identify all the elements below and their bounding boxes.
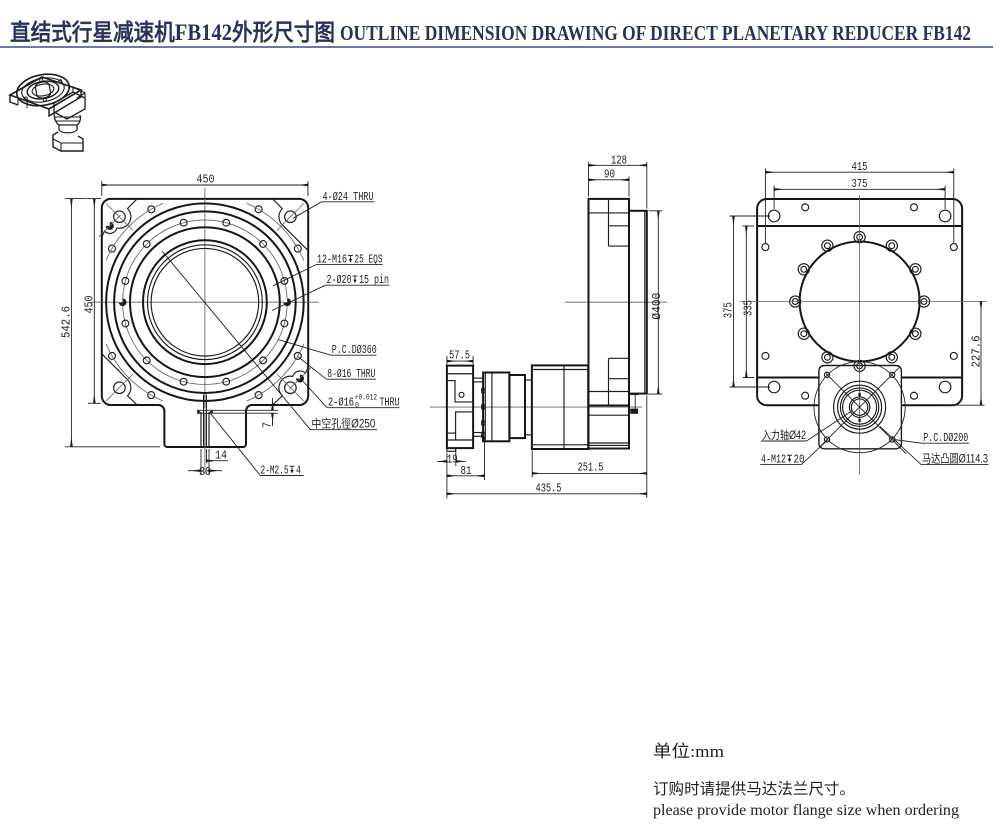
svg-text:19: 19 [447,453,458,466]
svg-text:15 pin: 15 pin [359,274,389,287]
svg-text:0: 0 [355,402,359,411]
svg-text:81: 81 [461,465,472,478]
svg-text:+0.012: +0.012 [355,394,377,403]
svg-text:直结式行星减速机FB142外形尺寸图: 直结式行星减速机FB142外形尺寸图 [10,19,335,45]
svg-text:57.5: 57.5 [449,350,470,363]
svg-text:马达凸圆Ø114.3: 马达凸圆Ø114.3 [922,451,988,465]
svg-text:7: 7 [262,422,275,428]
svg-text:4-M12: 4-M12 [761,453,786,466]
svg-text:20: 20 [794,453,805,466]
svg-text:450: 450 [83,295,96,313]
svg-text:12-M16: 12-M16 [317,254,347,267]
svg-text:入力轴Ø42: 入力轴Ø42 [762,428,806,442]
svg-text:25 EQS: 25 EQS [355,254,383,267]
svg-text:375: 375 [723,302,736,318]
svg-text:542.6: 542.6 [61,306,74,338]
svg-text:128: 128 [611,154,627,167]
svg-text:单位:mm: 单位:mm [653,742,724,761]
svg-text:90: 90 [604,169,615,182]
svg-text:30: 30 [199,466,211,479]
svg-text:14: 14 [215,450,227,463]
svg-text:335: 335 [743,300,756,316]
svg-text:435.5: 435.5 [536,483,562,496]
svg-text:227.6: 227.6 [970,335,983,367]
svg-text:中空孔徑Ø250: 中空孔徑Ø250 [311,417,375,431]
svg-text:4: 4 [296,465,301,478]
svg-text:please provide motor flange si: please provide motor flange size when or… [653,802,959,819]
svg-text:450: 450 [197,174,215,187]
svg-text:415: 415 [852,161,868,174]
svg-text:订购时请提供马达法兰尺寸。: 订购时请提供马达法兰尺寸。 [653,780,855,798]
svg-text:375: 375 [852,178,868,191]
svg-text:THRU: THRU [380,397,400,410]
svg-text:Ø400: Ø400 [651,293,664,320]
svg-text:P.C.DØ360: P.C.DØ360 [332,344,377,357]
svg-text:OUTLINE DIMENSION DRAWING OF D: OUTLINE DIMENSION DRAWING OF DIRECT PLAN… [340,21,971,45]
svg-text:8-Ø16 THRU: 8-Ø16 THRU [327,368,375,381]
svg-text:P.C.DØ200: P.C.DØ200 [923,432,968,445]
svg-text:251.5: 251.5 [578,462,604,475]
svg-text:2-Ø16: 2-Ø16 [328,397,354,410]
svg-text:4-Ø24 THRU: 4-Ø24 THRU [323,191,374,204]
svg-text:2-Ø20: 2-Ø20 [327,274,352,287]
svg-text:2-M2.5: 2-M2.5 [261,465,289,478]
